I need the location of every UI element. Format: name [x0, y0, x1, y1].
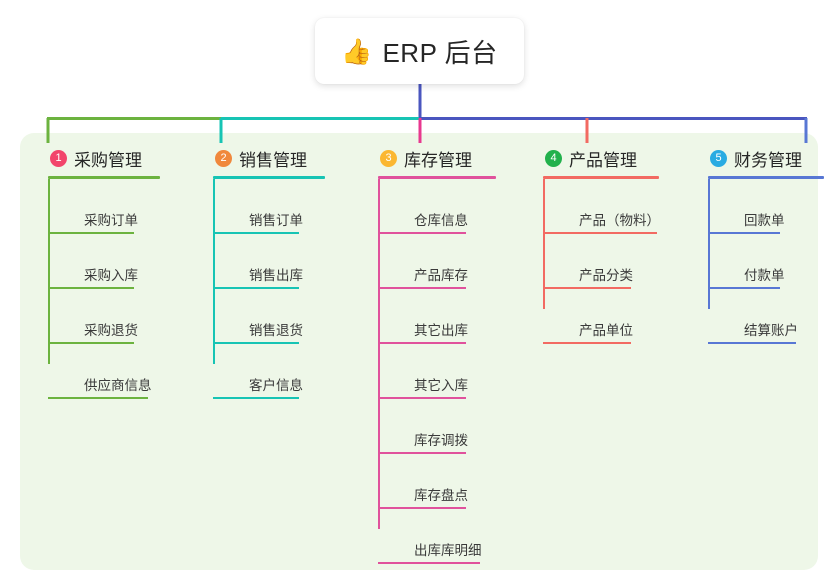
leaf-underline — [378, 342, 466, 344]
branch-spine — [708, 179, 710, 309]
leaf-label: 采购订单 — [84, 213, 138, 228]
leaf-label: 产品（物料） — [579, 213, 660, 228]
branch-purchasing[interactable]: 1 采购管理 采购订单 采购入库 采购退货 供应商信息 — [34, 147, 160, 399]
root-node[interactable]: 👍 ERP 后台 — [315, 18, 524, 84]
leaf-underline — [708, 287, 780, 289]
branch-header[interactable]: 1 采购管理 — [34, 147, 142, 170]
leaf-label: 仓库信息 — [414, 213, 468, 228]
leaf-underline — [378, 507, 466, 509]
leaf-underline — [378, 232, 466, 234]
leaf-label: 产品分类 — [579, 268, 633, 283]
leaf-underline — [378, 452, 466, 454]
leaf-label: 库存调拨 — [414, 433, 468, 448]
leaf-label: 其它出库 — [414, 323, 468, 338]
leaf-underline — [213, 232, 299, 234]
branch-header[interactable]: 2 销售管理 — [199, 147, 307, 170]
leaf-underline — [378, 397, 466, 399]
branch-badge: 3 — [380, 149, 397, 167]
branch-header[interactable]: 4 产品管理 — [529, 147, 637, 170]
branch-label: 采购管理 — [74, 150, 142, 170]
leaf-underline — [48, 232, 134, 234]
leaf-underline — [48, 397, 148, 399]
leaf-label: 采购入库 — [84, 268, 138, 283]
leaf-label: 采购退货 — [84, 323, 138, 338]
branch-badge: 5 — [710, 149, 727, 167]
thumbs-up-icon: 👍 — [341, 36, 373, 66]
leaf-label: 客户信息 — [249, 378, 303, 393]
branch-sales[interactable]: 2 销售管理 销售订单 销售出库 销售退货 客户信息 — [199, 147, 325, 399]
branch-label: 库存管理 — [404, 150, 472, 170]
branch-inventory[interactable]: 3 库存管理 仓库信息 产品库存 其它出库 其它入库 库存调拨 — [364, 147, 496, 564]
leaf-label: 销售出库 — [249, 268, 303, 283]
leaf-underline — [48, 287, 134, 289]
leaf-underline — [543, 287, 631, 289]
leaf-underline — [543, 232, 657, 234]
branch-spine — [213, 179, 215, 364]
branch-underline — [213, 176, 325, 179]
leaf-underline — [213, 397, 299, 399]
branch-badge: 1 — [50, 149, 67, 167]
branch-spine — [48, 179, 50, 364]
branch-label: 销售管理 — [239, 150, 307, 170]
leaf-underline — [543, 342, 631, 344]
leaf-label: 销售订单 — [249, 213, 303, 228]
leaf-label: 回款单 — [744, 213, 785, 228]
leaf-label: 出库库明细 — [414, 543, 482, 558]
root-title: ERP 后台 — [382, 37, 498, 68]
leaf-underline — [708, 342, 796, 344]
branch-badge: 4 — [545, 149, 562, 167]
branch-header[interactable]: 5 财务管理 — [694, 147, 802, 170]
leaf-underline — [378, 562, 480, 564]
leaf-underline — [48, 342, 134, 344]
branches-panel — [20, 133, 818, 570]
leaf-label: 产品库存 — [414, 268, 468, 283]
branch-label: 财务管理 — [734, 150, 802, 170]
branch-finance[interactable]: 5 财务管理 回款单 付款单 结算账户 — [694, 147, 824, 344]
leaf-label: 产品单位 — [579, 323, 633, 338]
leaf-label: 供应商信息 — [84, 378, 152, 393]
branch-underline — [378, 176, 496, 179]
leaf-label: 结算账户 — [744, 323, 798, 338]
leaf-underline — [213, 287, 299, 289]
leaf-underline — [708, 232, 780, 234]
branch-label: 产品管理 — [569, 150, 637, 170]
leaf-label: 库存盘点 — [414, 488, 468, 503]
branch-spine — [543, 179, 545, 309]
branch-underline — [48, 176, 160, 179]
leaf-underline — [378, 287, 466, 289]
branch-underline — [708, 176, 824, 179]
branch-badge: 2 — [215, 149, 232, 167]
leaf-label: 销售退货 — [249, 323, 303, 338]
leaf-label: 其它入库 — [414, 378, 468, 393]
branch-product[interactable]: 4 产品管理 产品（物料） 产品分类 产品单位 — [529, 147, 660, 344]
leaf-label: 付款单 — [744, 268, 785, 283]
branch-header[interactable]: 3 库存管理 — [364, 147, 472, 170]
branch-spine — [378, 179, 380, 529]
branch-underline — [543, 176, 659, 179]
leaf-underline — [213, 342, 299, 344]
